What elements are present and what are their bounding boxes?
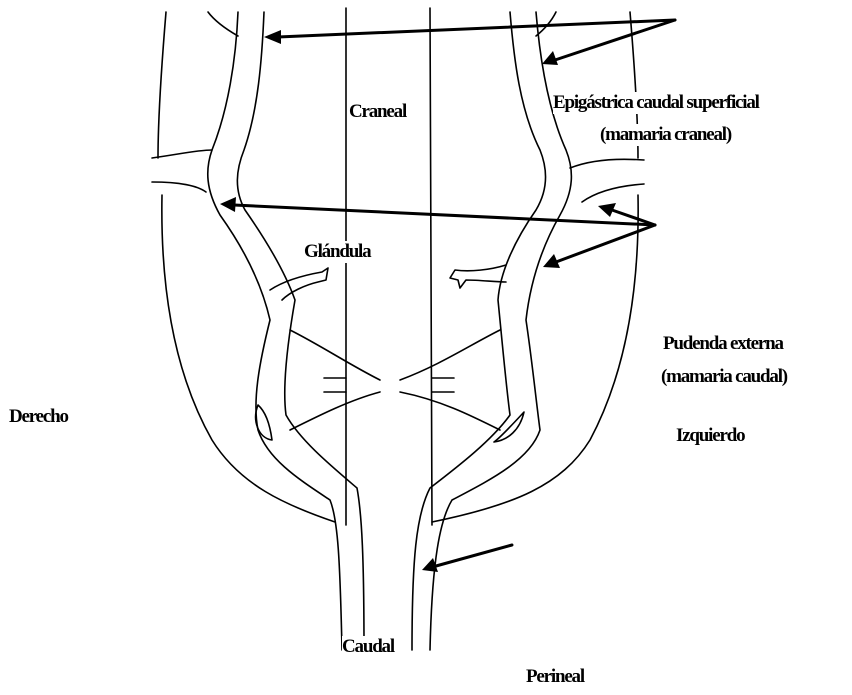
label-pudenda: Pudenda externa bbox=[663, 333, 783, 355]
label-glandula: Glándula bbox=[304, 241, 370, 263]
left-cranial-branch-bottom bbox=[152, 182, 206, 192]
arrow-pudenda-left-head bbox=[220, 197, 236, 212]
left-vein-inner bbox=[237, 12, 364, 650]
label-caudal: Caudal bbox=[342, 636, 394, 658]
label-epigastrica: Epigástrica caudal superficial bbox=[553, 92, 759, 114]
label-derecho: Derecho bbox=[9, 406, 68, 428]
left-upper-branch bbox=[208, 12, 238, 36]
central-anastomosis bbox=[256, 330, 524, 442]
anastomosis-right-cut bbox=[432, 378, 454, 392]
anastomosis-arm-lr bbox=[400, 392, 500, 430]
right-cranial-branch-top bbox=[570, 159, 644, 168]
left-loop bbox=[256, 405, 272, 440]
arrow-pudenda-right-lower bbox=[556, 225, 655, 262]
midline bbox=[346, 8, 432, 525]
anastomosis-arm-ll bbox=[290, 392, 380, 430]
right-gland-branch bbox=[450, 265, 506, 288]
arrow-epigastric-right bbox=[555, 20, 675, 60]
label-mamaria-craneal: (mamaria craneal) bbox=[600, 124, 731, 146]
anastomosis-left-cut bbox=[324, 378, 346, 392]
anastomosis-arm-ur bbox=[400, 330, 500, 380]
upper-left-flank-line bbox=[158, 12, 166, 158]
anastomosis-arm-ul bbox=[290, 330, 380, 380]
left-cranial-branch-top bbox=[152, 150, 212, 158]
label-craneal: Craneal bbox=[349, 101, 406, 123]
arrow-perineal bbox=[436, 545, 512, 566]
arrow-epigastric-left bbox=[278, 20, 675, 37]
arrow-pudenda-left bbox=[234, 205, 655, 225]
label-perineal: Perineal bbox=[526, 666, 584, 688]
left-vein-outer bbox=[208, 12, 342, 650]
left-gland-branch bbox=[270, 268, 328, 300]
label-mamaria-caudal: (mamaria caudal) bbox=[661, 366, 787, 388]
arrow-epigastric-left-head bbox=[264, 30, 281, 44]
left-vein bbox=[152, 12, 364, 650]
midline-right bbox=[430, 8, 432, 525]
label-izquierdo: Izquierdo bbox=[676, 425, 744, 447]
gland-branches bbox=[270, 265, 506, 300]
right-cranial-branch-bottom bbox=[582, 184, 644, 202]
arrow-epigastric-right-head bbox=[542, 51, 558, 65]
